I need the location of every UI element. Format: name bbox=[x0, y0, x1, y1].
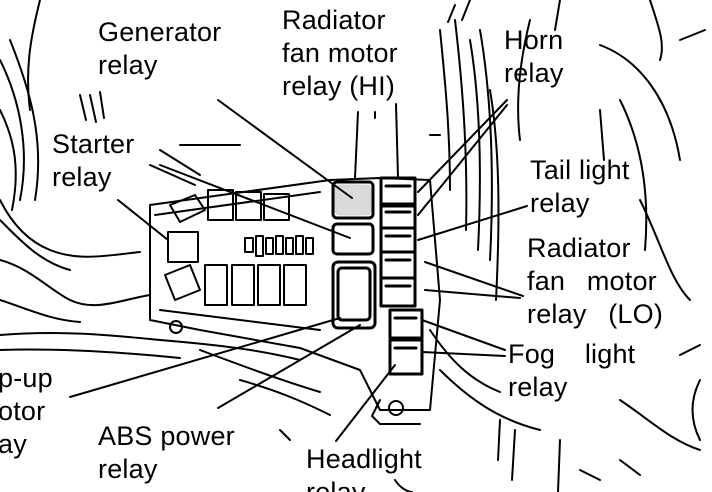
headlight-relay-label: Headlight relay bbox=[306, 443, 422, 492]
fog-light-relay-line-2: relay bbox=[508, 371, 635, 404]
starter-relay-line-1: Starter bbox=[52, 128, 134, 161]
radiator-fan-lo-line-3: relay (LO) bbox=[527, 298, 663, 331]
horn-relay-line-1: Horn bbox=[504, 24, 564, 57]
radiator-fan-hi-line-2: fan motor bbox=[282, 37, 398, 70]
abs-power-relay-label: ABS power relay bbox=[98, 420, 235, 486]
tail-light-relay-line-2: relay bbox=[530, 187, 630, 220]
radiator-fan-hi-label: Radiator fan motor relay (HI) bbox=[282, 4, 398, 103]
horn-relay-label: Horn relay bbox=[504, 24, 564, 90]
horn-relay-line-2: relay bbox=[504, 57, 564, 90]
abs-power-relay-line-2: relay bbox=[98, 453, 235, 486]
headlight-relay-line-2: relay bbox=[306, 476, 422, 492]
radiator-fan-lo-line-2: fan motor bbox=[527, 265, 663, 298]
generator-relay-line-2: relay bbox=[98, 49, 221, 82]
radiator-fan-lo-line-1: Radiator bbox=[527, 232, 663, 265]
popup-motor-relay-line-1: p-up bbox=[0, 362, 53, 395]
fog-light-relay-line-1: Fog light bbox=[508, 338, 635, 371]
starter-relay-line-2: relay bbox=[52, 161, 134, 194]
headlight-relay-line-1: Headlight bbox=[306, 443, 422, 476]
popup-motor-relay-line-2: otor bbox=[0, 395, 53, 428]
generator-relay-label: Generator relay bbox=[98, 16, 221, 82]
popup-motor-relay-label: p-up otor ay bbox=[0, 362, 53, 461]
radiator-fan-hi-line-1: Radiator bbox=[282, 4, 398, 37]
tail-light-relay-label: Tail light relay bbox=[530, 154, 630, 220]
abs-power-relay-line-1: ABS power bbox=[98, 420, 235, 453]
radiator-fan-hi-line-3: relay (HI) bbox=[282, 70, 398, 103]
radiator-fan-lo-label: Radiator fan motor relay (LO) bbox=[527, 232, 663, 331]
fog-light-relay-label: Fog light relay bbox=[508, 338, 635, 404]
left-relays bbox=[165, 190, 313, 305]
main-relays bbox=[333, 178, 422, 374]
starter-relay-label: Starter relay bbox=[52, 128, 134, 194]
popup-motor-relay-line-3: ay bbox=[0, 428, 53, 461]
generator-relay-line-1: Generator bbox=[98, 16, 221, 49]
tail-light-relay-line-1: Tail light bbox=[530, 154, 630, 187]
